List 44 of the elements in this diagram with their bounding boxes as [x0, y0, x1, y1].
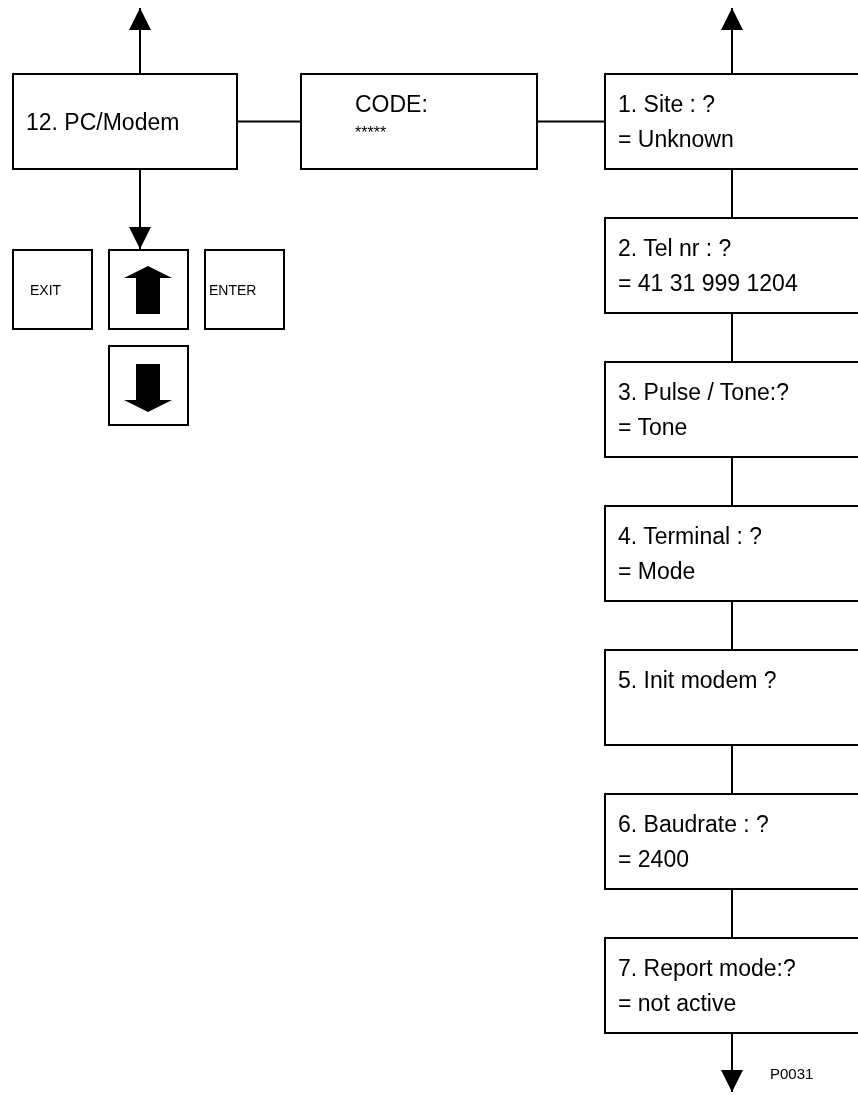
connector-line [731, 745, 733, 794]
menu-text: 12. PC/Modem [26, 111, 180, 134]
menu-box [12, 73, 238, 170]
menu-box [604, 361, 858, 458]
menu-text: 2. Tel nr : ? [618, 237, 732, 260]
connector-line [537, 120, 605, 123]
connector-line [731, 313, 733, 362]
menu-text: EXIT [30, 283, 62, 297]
arrow [129, 169, 151, 250]
menu-text: CODE: [355, 93, 428, 116]
menu-text: ENTER [209, 283, 257, 297]
menu-box [604, 937, 858, 1034]
value-text: = Unknown [618, 128, 734, 151]
value-text: = Mode [618, 560, 696, 583]
menu-box [300, 73, 538, 170]
menu-box [604, 217, 858, 314]
connector-line [731, 169, 733, 218]
menu-box [604, 793, 858, 890]
menu-box [604, 73, 858, 170]
key-box [204, 249, 285, 330]
value-text: = 2400 [618, 848, 689, 871]
value-text: ***** [355, 125, 387, 141]
connector-line [731, 601, 733, 650]
menu-box [604, 649, 858, 746]
arrow [721, 1033, 743, 1093]
menu-text: 3. Pulse / Tone:? [618, 381, 789, 404]
figure-code: P0031 [770, 1065, 814, 1082]
key-box [108, 345, 189, 426]
connector-line [731, 457, 733, 506]
key-box [108, 249, 189, 330]
menu-text: 5. Init modem ? [618, 669, 777, 692]
menu-text: 1. Site : ? [618, 93, 716, 116]
connector-line [237, 120, 301, 123]
menu-text: 4. Terminal : ? [618, 525, 763, 548]
menu-box [604, 505, 858, 602]
connector-line [731, 889, 733, 938]
arrow [129, 7, 151, 74]
key-box [12, 249, 93, 330]
value-text: = not active [618, 992, 737, 1015]
menu-text: 7. Report mode:? [618, 957, 796, 980]
menu-text: 6. Baudrate : ? [618, 813, 769, 836]
value-text: = 41 31 999 1204 [618, 272, 798, 295]
arrow [721, 7, 743, 74]
value-text: = Tone [618, 416, 688, 439]
